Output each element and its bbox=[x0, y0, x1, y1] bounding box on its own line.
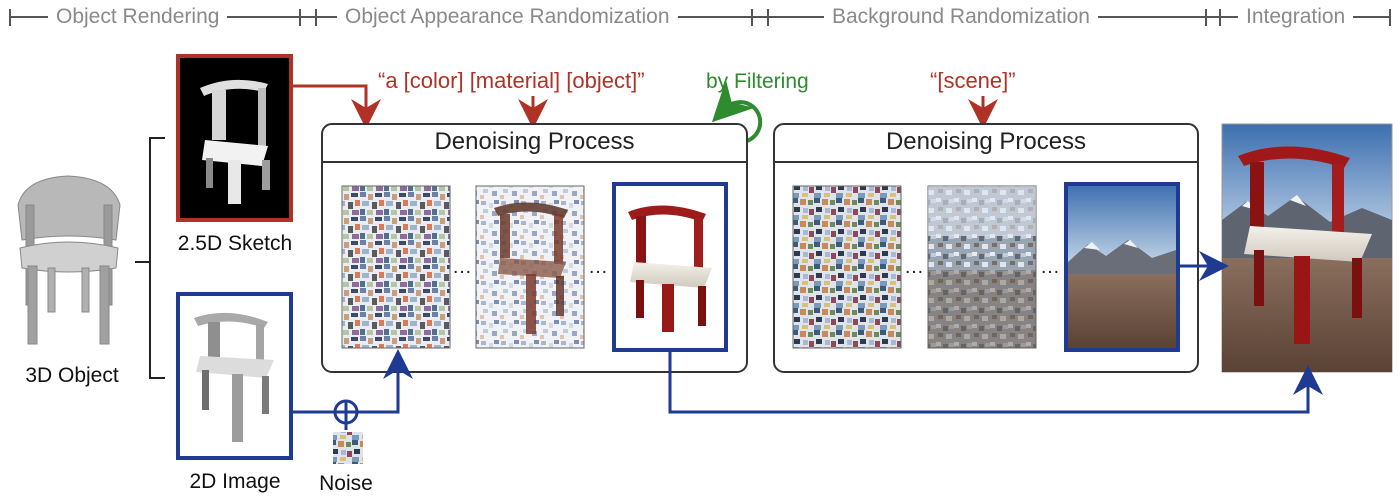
stage-appearance-randomization: Object Appearance Randomization bbox=[337, 4, 678, 30]
filter-label: by Filtering bbox=[706, 70, 809, 93]
noise-label: Noise bbox=[319, 472, 373, 495]
plain-2d-image bbox=[176, 292, 293, 460]
appearance-prompt: “a [color] [material] [object]” bbox=[378, 68, 645, 93]
add-noise-oplus-icon bbox=[333, 399, 359, 425]
sketch-label: 2.5D Sketch bbox=[177, 232, 293, 255]
scene-prompt: “[scene]” bbox=[930, 68, 1016, 93]
object-label: 3D Object bbox=[25, 364, 119, 387]
background-noise-frame-2 bbox=[927, 185, 1037, 349]
background-noise-frame-1 bbox=[792, 185, 902, 349]
object-bracket bbox=[135, 137, 165, 379]
background-box-title: Denoising Process bbox=[885, 128, 1087, 155]
appearance-ellipsis-1: … bbox=[452, 256, 473, 278]
sketch-arrow bbox=[292, 84, 381, 129]
sketch-image bbox=[176, 54, 293, 222]
object-to-integration-arrow bbox=[668, 350, 1323, 414]
stage-integration: Integration bbox=[1238, 4, 1354, 30]
appearance-ellipsis-2: … bbox=[588, 256, 609, 278]
noise-patch bbox=[333, 432, 363, 464]
image-noise-arrow bbox=[292, 349, 413, 414]
image-label: 2D Image bbox=[189, 470, 281, 493]
stage-object-rendering: Object Rendering bbox=[48, 4, 228, 30]
appearance-noise-frame-2 bbox=[475, 185, 585, 349]
filtering-loop-arrow bbox=[711, 79, 763, 144]
background-result-scene bbox=[1064, 182, 1180, 352]
appearance-result-red-chair bbox=[612, 182, 728, 352]
appearance-noise-frame-1 bbox=[341, 185, 451, 349]
stage-header-lines bbox=[9, 9, 1391, 26]
stage-background-randomization: Background Randomization bbox=[824, 4, 1098, 30]
appearance-box-title: Denoising Process bbox=[434, 128, 635, 155]
gray-chair-3d-render bbox=[17, 175, 121, 345]
background-ellipsis-1: … bbox=[904, 256, 925, 278]
integration-final-image bbox=[1221, 123, 1393, 373]
background-ellipsis-2: … bbox=[1040, 256, 1061, 278]
